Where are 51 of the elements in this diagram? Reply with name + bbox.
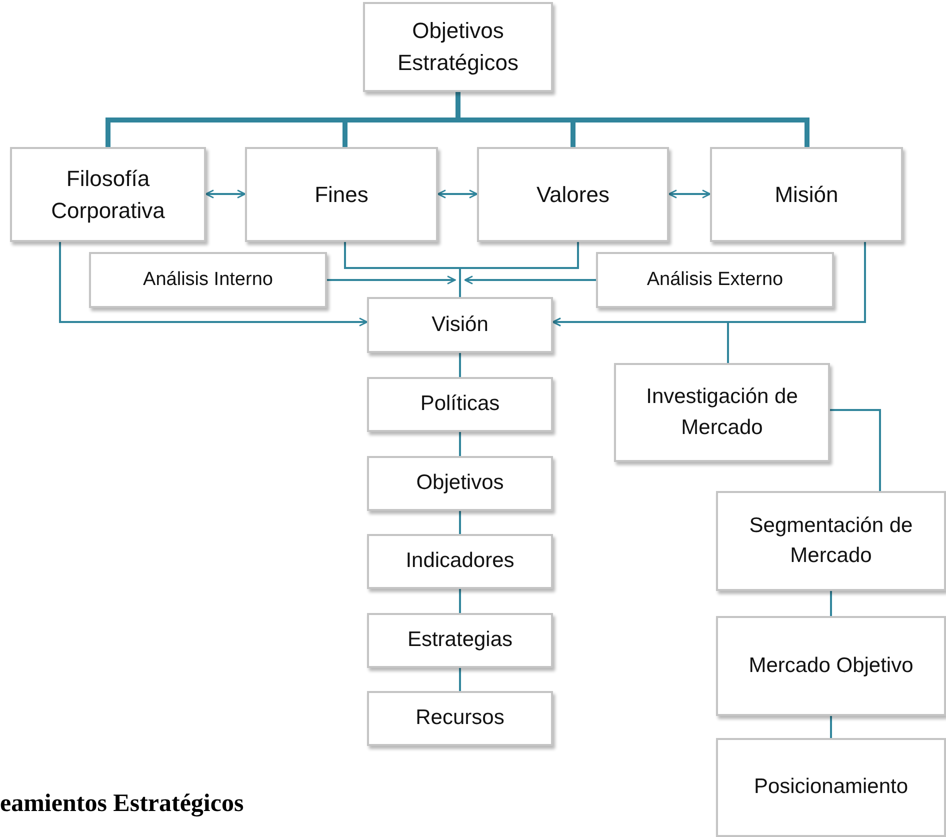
double-arrow [205,190,246,198]
connector-line [830,409,881,491]
process-box [716,616,946,716]
process-box [89,252,327,308]
connector-line [830,716,832,738]
box-label: Recursos [416,705,504,732]
box-label: Fines [314,180,368,209]
process-box [596,252,834,308]
box-label: Estrategias [407,627,513,654]
process-box [367,613,553,668]
process-box [245,147,438,242]
double-arrow [668,190,711,198]
process-box [614,363,830,462]
process-box [367,456,553,511]
box-label: Objetivos Estratégicos [396,17,520,77]
connector-line [459,353,461,377]
process-box [716,491,946,591]
arrow [552,318,729,363]
box-label: Indicadores [406,548,514,574]
process-box [710,147,903,242]
box-label: Misión [774,180,838,209]
connector-line [459,242,579,297]
figure-caption: eamientos Estratégicos [0,790,244,818]
process-box [367,691,553,746]
box-label: Investigación de Mercado [645,384,799,440]
process-box [716,738,946,837]
connector-line [459,668,461,691]
arrow [464,276,596,284]
box-label: Políticas [420,391,500,418]
connector-line [459,511,461,534]
box-label: Posicionamiento [754,774,908,800]
arrow [59,242,368,326]
connector-line [459,432,461,456]
box-label: Valores [536,180,610,209]
process-box [367,534,553,589]
process-box [10,147,206,242]
box-label: Segmentación de Mercado [748,512,914,569]
process-box [363,2,553,92]
box-label: Objetivos [416,470,504,496]
box-label: Análisis Interno [143,268,273,292]
box-label: Visión [432,312,488,338]
process-box [367,297,553,353]
process-box [367,377,553,432]
connector-line [830,591,832,616]
process-box [477,147,669,242]
box-label: Mercado Objetivo [748,652,914,679]
arrow [327,276,456,284]
box-label: Filosofía Corporativa [50,164,166,225]
connector-line [459,589,461,613]
double-arrow [437,190,478,198]
box-label: Análisis Externo [646,268,784,292]
